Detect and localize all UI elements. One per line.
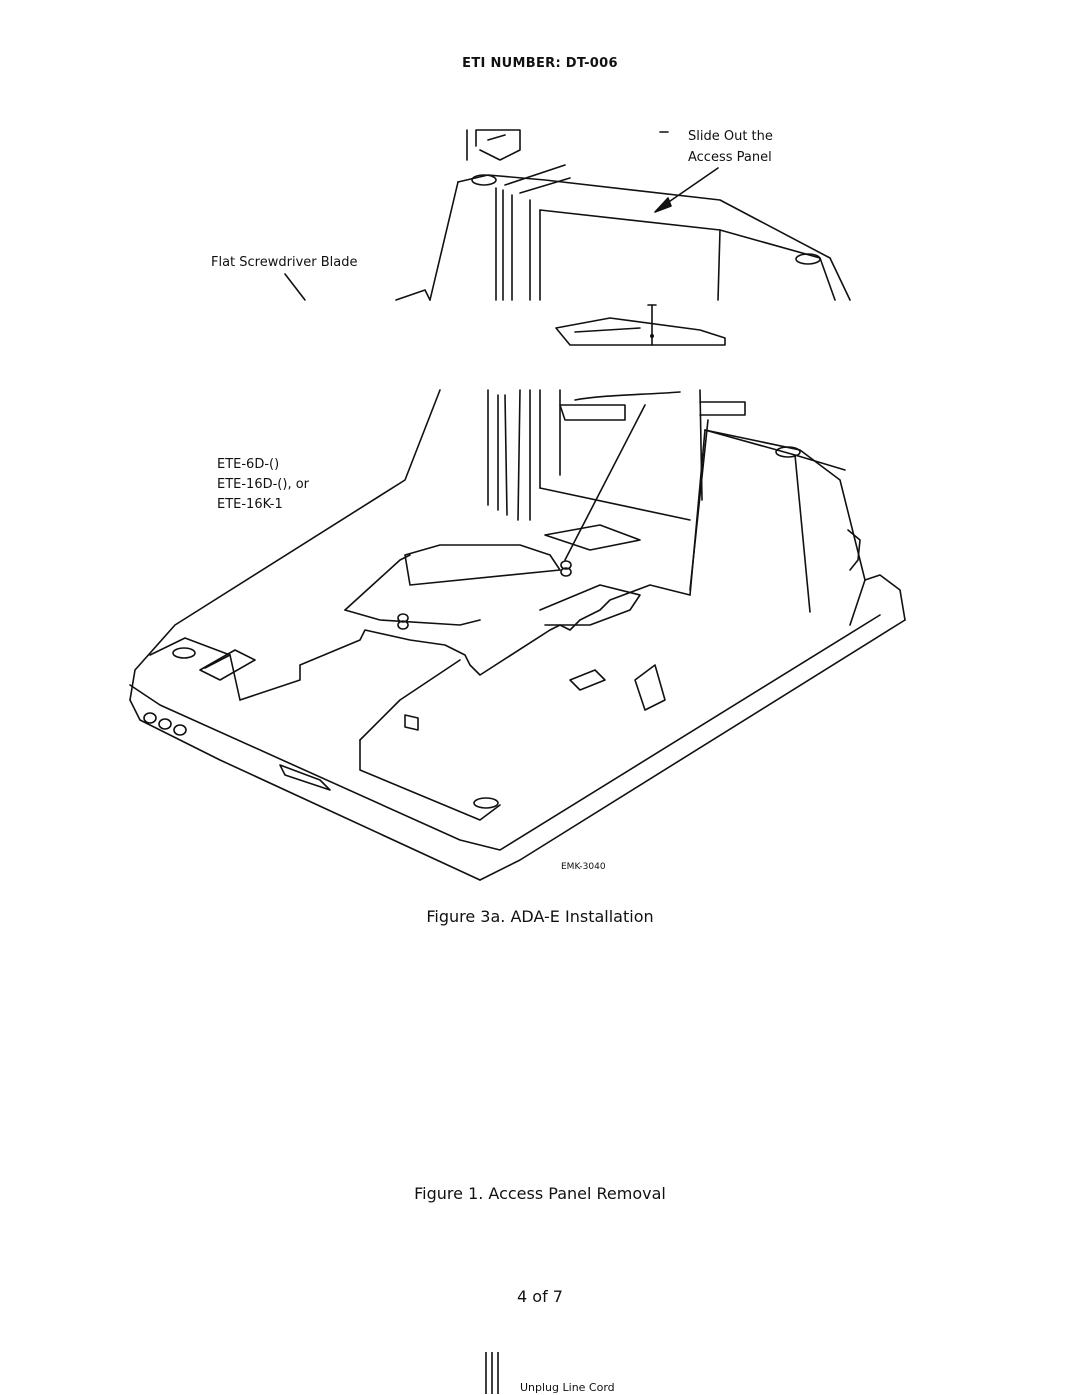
screwdriver-pointer	[284, 273, 306, 301]
phone-base-body	[129, 389, 906, 881]
unplug-callout: Unplug Line Cord	[520, 1381, 615, 1394]
access-panel-part	[555, 304, 726, 346]
model-callout: ETE-6D-() ETE-16D-(), or ETE-16K-1	[217, 455, 309, 515]
model-line-3: ETE-16K-1	[217, 497, 283, 512]
ada-e-installation-drawing	[129, 129, 906, 881]
eti-number-header: ETI NUMBER: DT-006	[462, 56, 618, 71]
figure-3a-caption: Figure 3a. ADA-E Installation	[426, 907, 654, 926]
top-bracket-detail	[466, 129, 521, 161]
slide-out-line-1: Slide Out the	[688, 129, 773, 144]
line-cord-graphic	[485, 1352, 499, 1394]
model-line-2: ETE-16D-(), or	[217, 477, 310, 492]
drawing-code: EMK-3040	[561, 862, 606, 872]
model-line-1: ETE-6D-()	[217, 457, 280, 472]
slide-out-callout: Slide Out the Access Panel	[688, 126, 773, 168]
screwdriver-callout: Flat Screwdriver Blade	[211, 255, 358, 270]
rear-housing-upper	[395, 164, 851, 301]
access-panel-arrow	[654, 167, 719, 213]
slide-out-line-2: Access Panel	[688, 150, 772, 165]
figure-1-caption: Figure 1. Access Panel Removal	[414, 1184, 666, 1203]
page-number: 4 of 7	[517, 1287, 563, 1306]
